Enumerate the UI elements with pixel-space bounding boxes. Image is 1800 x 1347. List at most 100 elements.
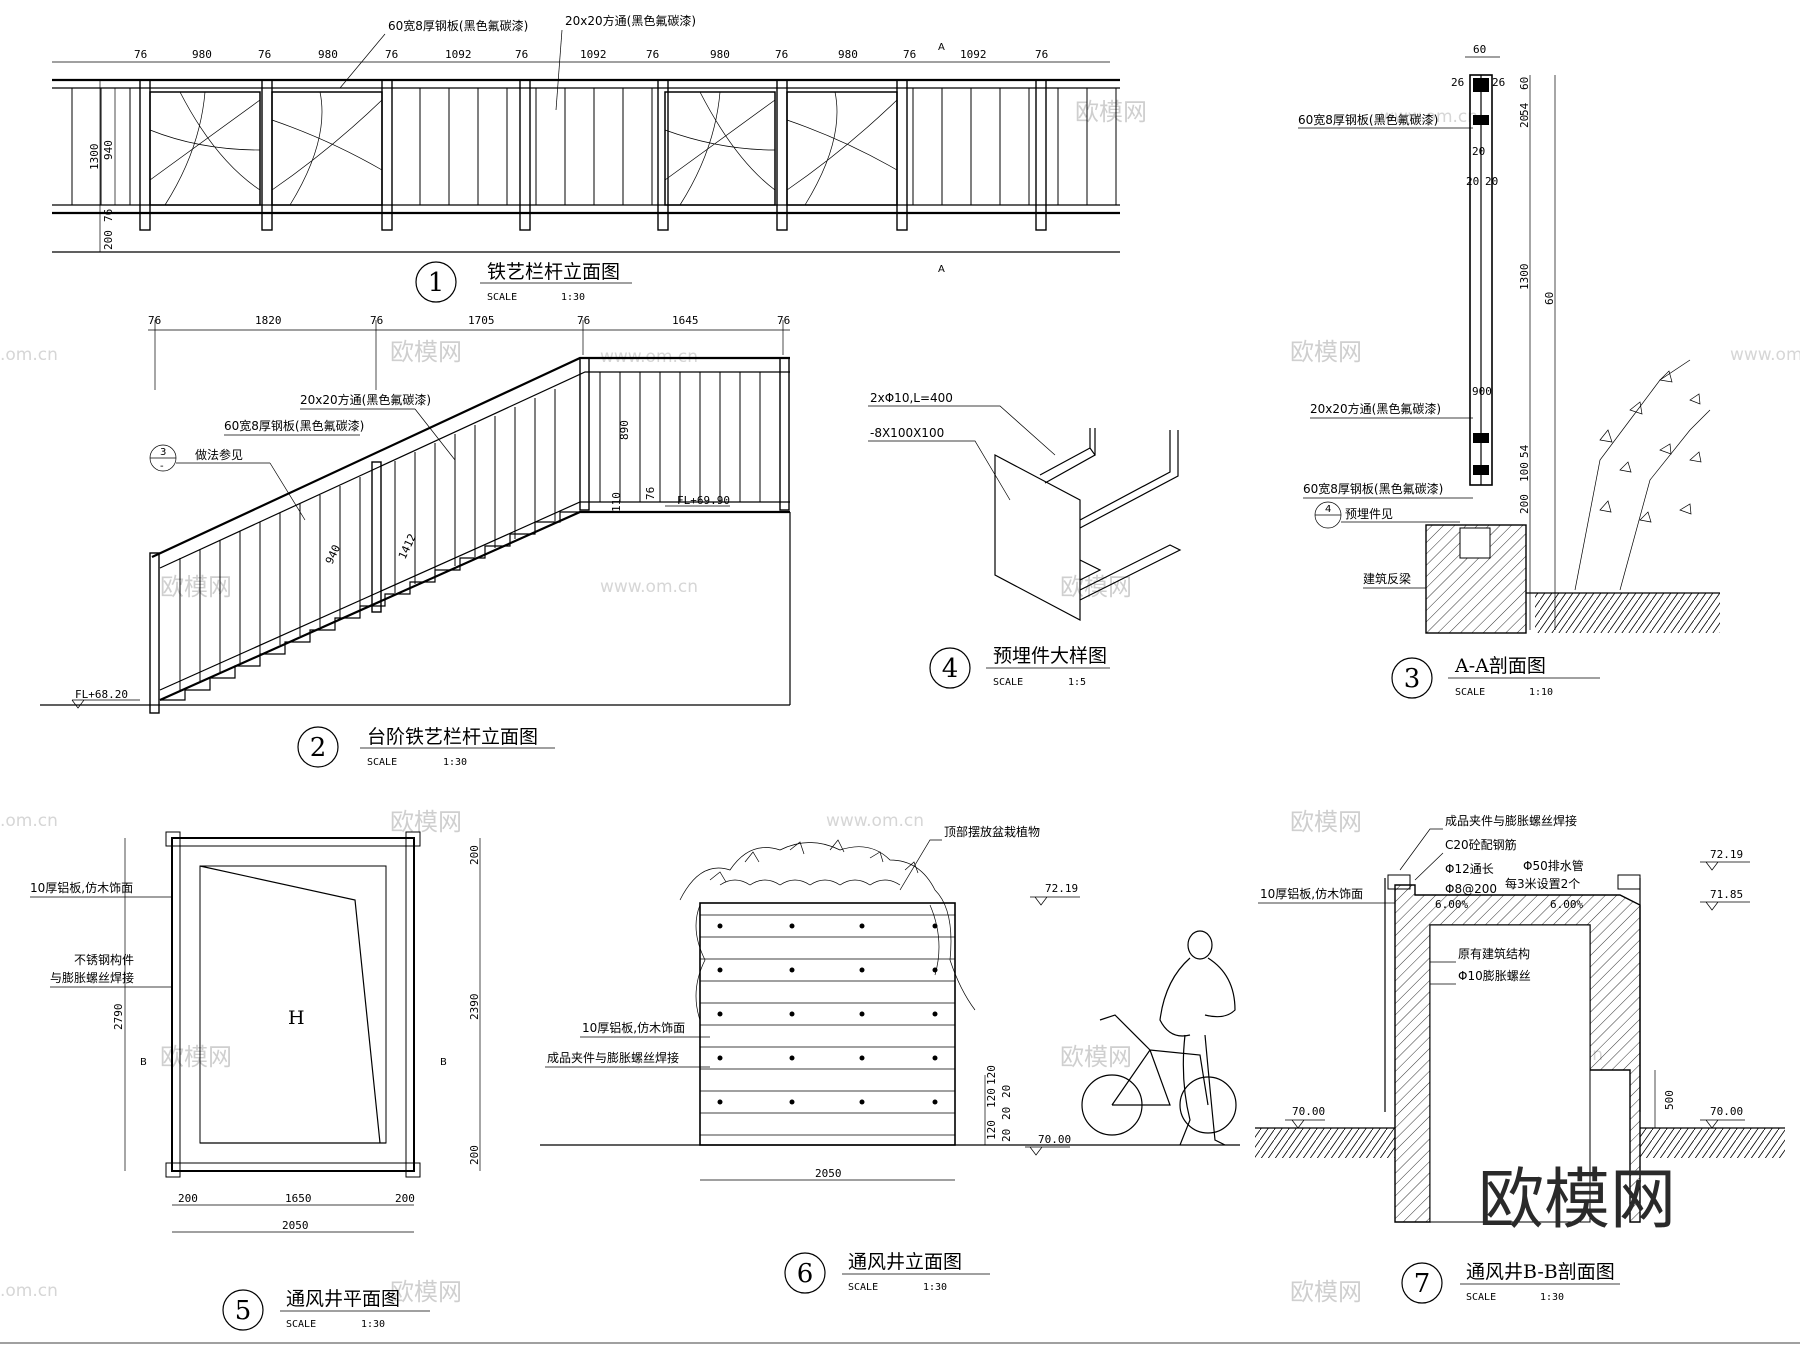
svg-text:SCALE: SCALE	[993, 677, 1023, 688]
svg-text:76: 76	[775, 48, 788, 61]
d7-note-drain: Φ50排水管	[1523, 858, 1584, 873]
d7-note-structure: 原有建筑结构	[1458, 946, 1530, 961]
svg-text:980: 980	[838, 48, 858, 61]
d3-note-plate-bottom: 60宽8厚钢板(黑色氟碳漆)	[1303, 481, 1443, 496]
d2-number: 2	[310, 733, 327, 763]
watermark-text: 欧模网	[390, 1278, 462, 1306]
d7-level-second: 71.85	[1710, 888, 1743, 901]
d3-title: A-A剖面图	[1454, 655, 1546, 677]
d7-number: 7	[1414, 1269, 1431, 1299]
svg-text:200: 200	[1518, 494, 1531, 514]
d1-section-mark: A	[938, 264, 945, 275]
d7-note-bolt: Φ10膨胀螺丝	[1458, 969, 1531, 983]
d6-scale: 1:30	[923, 1282, 947, 1293]
d2-level-high: FL+69.90	[677, 494, 730, 507]
d2-balusters	[179, 372, 761, 690]
d6-person-bicycle-icon	[1081, 930, 1237, 1146]
d4-scale: 1:5	[1068, 677, 1086, 688]
svg-text:1300: 1300	[1518, 264, 1531, 291]
d1-number: 1	[428, 268, 445, 298]
svg-text:60: 60	[1543, 292, 1556, 305]
logo-watermark: 欧模网	[1478, 1161, 1676, 1238]
svg-text:980: 980	[318, 48, 338, 61]
svg-text:76: 76	[644, 487, 657, 500]
d5-note-weld: 与膨胀螺丝焊接	[50, 970, 134, 985]
svg-text:76: 76	[777, 314, 790, 327]
d5-title: 通风井平面图	[286, 1288, 400, 1310]
svg-text:4: 4	[1325, 504, 1331, 515]
d7-scale: 1:30	[1540, 1292, 1564, 1303]
d6-title: 通风井立面图	[848, 1251, 962, 1273]
svg-text:B: B	[440, 1057, 447, 1068]
svg-text:940: 940	[102, 140, 115, 160]
d6-width-dim: 2050	[815, 1167, 842, 1180]
svg-text:54: 54	[1518, 102, 1531, 116]
d7-slope-left: 6.00%	[1435, 898, 1468, 911]
d2-title: 台阶铁艺栏杆立面图	[367, 726, 538, 748]
d7-note-panel: 10厚铝板,仿木饰面	[1260, 886, 1363, 901]
d2-note-refer: 做法参见	[195, 447, 243, 462]
d7-level-top: 72.19	[1710, 848, 1743, 861]
svg-text:200: 200	[102, 230, 115, 250]
svg-text:-: -	[160, 461, 164, 472]
watermark-url: www.om.cn	[826, 811, 924, 831]
d2-level-low: FL+68.20	[75, 688, 128, 701]
drawing-5-vent-plan: H 200 1650 200 2050 2790 200 2390 200 B …	[30, 831, 481, 1331]
svg-text:76: 76	[903, 48, 916, 61]
d3-scale: 1:10	[1529, 687, 1553, 698]
svg-text:3: 3	[160, 447, 166, 458]
d4-note-plate: -8X100X100	[870, 426, 944, 440]
svg-text:60: 60	[1518, 77, 1531, 90]
watermark-url: .om.cn	[0, 811, 58, 831]
d1-title: 铁艺栏杆立面图	[487, 261, 620, 283]
svg-text:20: 20	[1000, 1129, 1013, 1142]
drawing-4-embedded-part: 2xΦ10,L=400 -8X100X100 4 预埋件大样图 SCALE 1:…	[868, 391, 1182, 689]
d2-scale: 1:30	[443, 757, 467, 768]
svg-text:76: 76	[646, 48, 659, 61]
d1-leaf-ornaments	[149, 91, 898, 206]
svg-text:200: 200	[468, 845, 481, 865]
svg-text:76: 76	[515, 48, 528, 61]
svg-text:20: 20	[1518, 115, 1531, 128]
d5-bolts	[165, 831, 421, 1178]
svg-text:2790: 2790	[112, 1004, 125, 1031]
watermark-text: 欧模网	[1290, 808, 1362, 836]
d7-note-stirrup: Φ8@200	[1445, 882, 1497, 896]
drawing-2-stair-railing: 76 1820 76 1705 76 1645 76	[40, 314, 791, 768]
svg-text:120: 120	[985, 1120, 998, 1140]
d1-number-circle	[415, 261, 457, 303]
watermark-text: 欧模网	[1060, 573, 1132, 601]
svg-text:1092: 1092	[445, 48, 472, 61]
svg-text:SCALE: SCALE	[367, 757, 397, 768]
d2-note-plate: 60宽8厚钢板(黑色氟碳漆)	[224, 418, 364, 433]
svg-text:200: 200	[395, 1192, 415, 1205]
svg-text:20: 20	[1466, 175, 1479, 188]
watermark-text: 欧模网	[1060, 1043, 1132, 1071]
d4-title: 预埋件大样图	[993, 645, 1107, 667]
watermark-url: www.om.cn	[1380, 107, 1478, 127]
watermark-url: www.om.cn	[1730, 345, 1800, 365]
svg-text:SCALE: SCALE	[1455, 687, 1485, 698]
svg-text:2050: 2050	[282, 1219, 309, 1232]
svg-text:SCALE: SCALE	[1466, 1292, 1496, 1303]
d6-level-top: 72.19	[1045, 882, 1078, 895]
d6-level-ground: 70.00	[1038, 1133, 1071, 1146]
svg-text:20: 20	[1000, 1107, 1013, 1120]
svg-text:B: B	[140, 1057, 147, 1068]
d1-note-tube: 20x20方通(黑色氟碳漆)	[565, 13, 696, 28]
d6-note-plants: 顶部摆放盆栽植物	[944, 824, 1040, 839]
d3-number: 3	[1404, 664, 1421, 694]
svg-text:900: 900	[1472, 385, 1492, 398]
d4-note-rebar: 2xΦ10,L=400	[870, 391, 953, 405]
svg-text:76: 76	[1035, 48, 1048, 61]
d6-number: 6	[797, 1259, 814, 1289]
watermark-url: .om.cn	[0, 1281, 58, 1301]
d3-note-embed: 预埋件见	[1345, 507, 1393, 521]
d3-note-tube: 20x20方通(黑色氟碳漆)	[1310, 401, 1441, 416]
d7-note-weld: 成品夹件与膨胀螺丝焊接	[1445, 813, 1577, 828]
d5-scale: 1:30	[361, 1319, 385, 1330]
svg-text:200: 200	[468, 1145, 481, 1165]
svg-text:980: 980	[192, 48, 212, 61]
d5-center-label: H	[288, 1007, 305, 1029]
d3-note-beam: 建筑反梁	[1363, 571, 1411, 586]
